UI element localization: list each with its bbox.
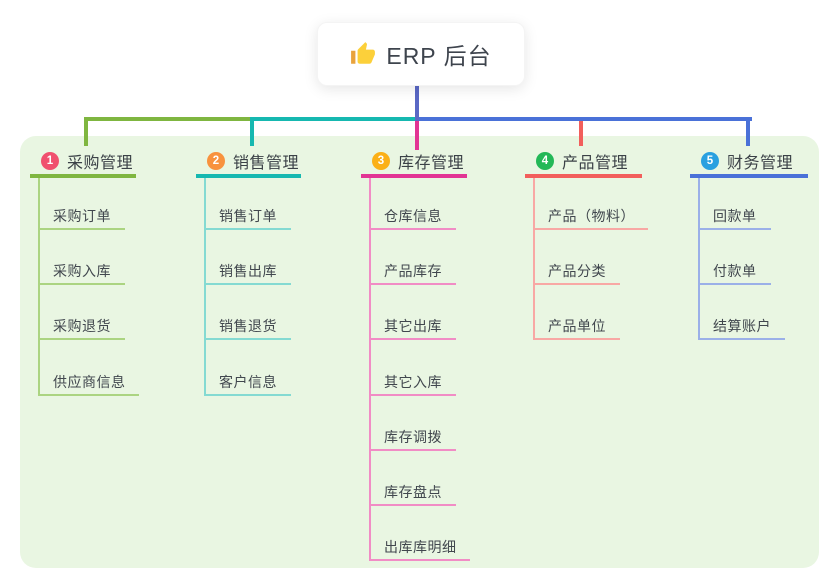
child-node[interactable]: 仓库信息 (384, 208, 442, 224)
child-underline (369, 393, 456, 396)
connector-top-1 (84, 117, 254, 121)
child-node[interactable]: 产品（物料） (548, 208, 635, 224)
branches-panel (20, 136, 819, 568)
branch-number-badge: 5 (701, 152, 719, 170)
branch-underline (196, 174, 301, 178)
child-underline (38, 393, 139, 396)
child-node[interactable]: 采购退货 (53, 318, 111, 335)
branch-node-1[interactable]: 1 采购管理 (41, 150, 133, 172)
connector-drop-3 (415, 117, 419, 150)
child-node[interactable]: 采购入库 (53, 263, 111, 280)
root-connector-line (415, 84, 419, 121)
branch-node-5[interactable]: 5 财务管理 (701, 150, 793, 172)
child-node[interactable]: 结算账户 (713, 318, 771, 335)
child-node[interactable]: 库存盘点 (384, 484, 442, 500)
thumbs-up-icon (350, 41, 376, 67)
branch-node-3[interactable]: 3 库存管理 (372, 150, 464, 172)
children-trunk-line (204, 178, 206, 396)
branch-node-4[interactable]: 4 产品管理 (536, 150, 628, 172)
children-trunk-line (38, 178, 40, 396)
child-underline (38, 338, 125, 341)
child-underline (369, 228, 456, 230)
branch-number-badge: 3 (372, 152, 390, 170)
child-underline (369, 504, 456, 506)
branch-label: 采购管理 (67, 155, 134, 172)
child-node[interactable]: 产品分类 (548, 263, 606, 280)
child-node[interactable]: 供应商信息 (53, 373, 126, 390)
branch-underline (525, 174, 642, 178)
child-node[interactable]: 回款单 (713, 208, 757, 224)
children-trunk-line (698, 178, 700, 341)
child-node[interactable]: 产品单位 (548, 318, 606, 335)
child-underline (533, 228, 649, 230)
root-node-label: ERP 后台 (386, 43, 492, 69)
branch-label: 财务管理 (727, 155, 794, 172)
child-underline (533, 338, 620, 341)
child-underline (204, 228, 291, 230)
children-trunk-line (533, 178, 535, 341)
root-node[interactable]: ERP 后台 (317, 22, 525, 86)
child-underline (698, 283, 771, 286)
branch-number-badge: 4 (536, 152, 554, 170)
child-underline (698, 338, 785, 341)
branch-label: 销售管理 (233, 155, 300, 172)
children-trunk-line (369, 178, 371, 562)
child-underline (204, 283, 291, 286)
branch-underline (361, 174, 467, 178)
child-underline (533, 283, 620, 286)
child-node[interactable]: 库存调拨 (384, 428, 442, 445)
child-underline (698, 228, 771, 230)
child-underline (204, 338, 291, 341)
child-underline (38, 283, 125, 286)
child-node[interactable]: 客户信息 (219, 373, 277, 390)
child-underline (369, 283, 456, 286)
connector-top-2 (250, 117, 420, 121)
branch-underline (30, 174, 136, 178)
child-node[interactable]: 其它出库 (384, 318, 442, 335)
child-underline (38, 228, 125, 230)
connector-drop-4 (579, 117, 583, 146)
branch-underline (690, 174, 808, 178)
child-node[interactable]: 其它入库 (384, 373, 442, 390)
child-node[interactable]: 销售订单 (219, 208, 277, 224)
branch-number-badge: 1 (41, 152, 59, 170)
child-node[interactable]: 销售退货 (219, 318, 277, 335)
child-node[interactable]: 销售出库 (219, 263, 277, 280)
connector-drop-2 (250, 117, 254, 146)
child-underline (369, 559, 470, 562)
child-node[interactable]: 付款单 (713, 263, 757, 280)
child-node[interactable]: 出库库明细 (384, 539, 457, 556)
branch-label: 产品管理 (562, 155, 629, 172)
branch-node-2[interactable]: 2 销售管理 (207, 150, 299, 172)
connector-drop-5 (746, 117, 750, 146)
connector-drop-1 (84, 117, 88, 146)
child-underline (369, 338, 456, 341)
child-underline (204, 393, 291, 396)
branch-number-badge: 2 (207, 152, 225, 170)
child-underline (369, 448, 456, 451)
branch-label: 库存管理 (398, 155, 465, 172)
child-node[interactable]: 采购订单 (53, 208, 111, 224)
connector-top-5 (415, 117, 752, 121)
child-node[interactable]: 产品库存 (384, 263, 442, 280)
